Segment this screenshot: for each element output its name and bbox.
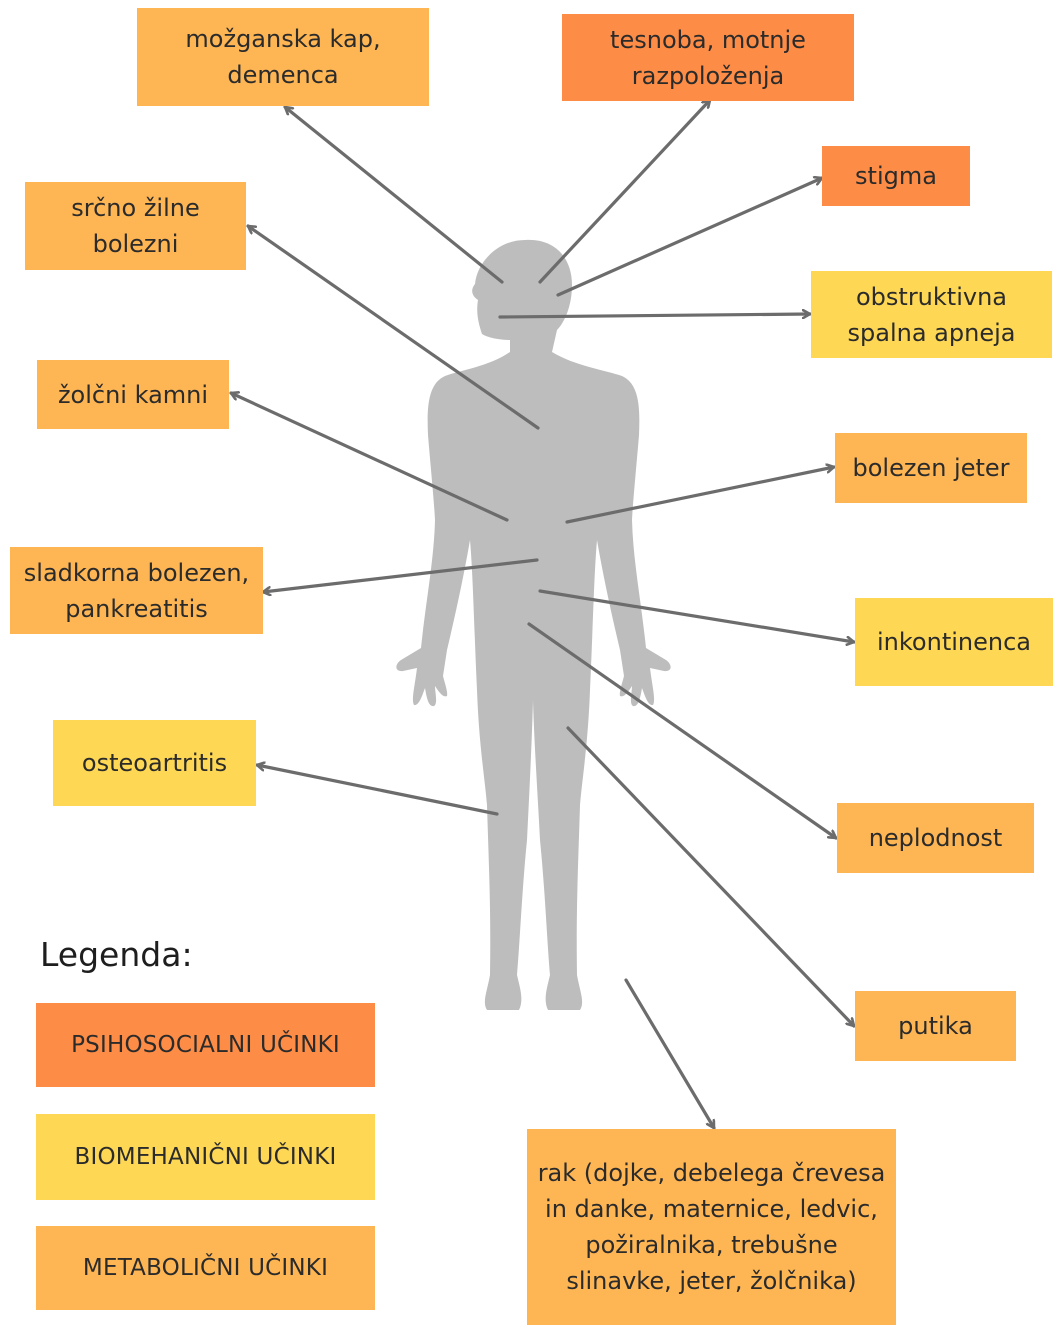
legend-title: Legenda: — [40, 935, 193, 974]
arrow-to-osteoarthritis — [257, 765, 497, 814]
condition-box-infertility: neplodnost — [837, 803, 1034, 873]
arrow-to-anxiety — [540, 100, 710, 282]
condition-box-stigma: stigma — [822, 146, 970, 206]
arrow-to-stigma — [558, 178, 822, 295]
legend-psychosocial: PSIHOSOCIALNI UČINKI — [36, 1003, 375, 1087]
condition-box-gallstones: žolčni kamni — [37, 360, 229, 429]
condition-box-diabetes: sladkorna bolezen, pankreatitis — [10, 547, 263, 634]
silhouette-head — [396, 240, 670, 1010]
condition-box-cardio: srčno žilne bolezni — [25, 182, 246, 270]
legend-biomechanical: BIOMEHANIČNI UČINKI — [36, 1114, 375, 1200]
condition-box-liver: bolezen jeter — [835, 433, 1027, 503]
condition-box-stroke: možganska kap, demenca — [137, 8, 429, 106]
condition-box-anxiety: tesnoba, motnje razpoloženja — [562, 14, 854, 101]
arrow-to-cancer — [626, 980, 714, 1128]
condition-box-incontinence: inkontinenca — [855, 598, 1053, 686]
condition-box-gout: putika — [855, 991, 1016, 1061]
human-silhouette — [396, 240, 670, 1010]
condition-box-osteoarthritis: osteoartritis — [53, 720, 256, 806]
condition-box-cancer: rak (dojke, debelega črevesa in danke, m… — [527, 1129, 896, 1325]
arrow-to-stroke — [285, 107, 502, 282]
condition-box-apnea: obstruktivna spalna apneja — [811, 271, 1052, 358]
arrow-to-gout — [568, 728, 854, 1026]
legend-metabolic: METABOLIČNI UČINKI — [36, 1226, 375, 1310]
